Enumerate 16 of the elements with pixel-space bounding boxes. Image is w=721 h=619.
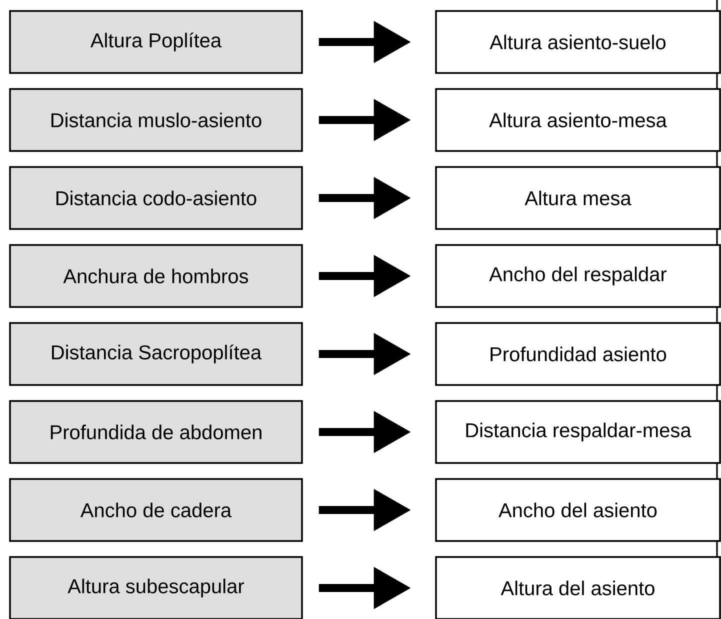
output-box: Ancho del respaldar xyxy=(435,244,721,308)
input-box: Anchura de hombros xyxy=(9,244,303,308)
output-box: Profundidad asiento xyxy=(435,322,721,386)
input-box: Distancia muslo-asiento xyxy=(9,88,303,152)
input-box: Distancia Sacropoplítea xyxy=(9,322,303,386)
input-box: Profundida de abdomen xyxy=(9,400,303,464)
input-box: Ancho de cadera xyxy=(9,478,303,542)
input-box: Altura subescapular xyxy=(9,556,303,619)
output-box: Altura mesa xyxy=(435,166,721,230)
output-box: Altura asiento-mesa xyxy=(435,88,721,152)
input-box: Distancia codo-asiento xyxy=(9,166,303,230)
output-box: Altura del asiento xyxy=(435,556,721,619)
output-box: Distancia respaldar-mesa xyxy=(435,400,721,464)
input-box: Altura Poplítea xyxy=(9,10,303,74)
output-box: Ancho del asiento xyxy=(435,478,721,542)
output-box: Altura asiento-suelo xyxy=(435,10,721,74)
